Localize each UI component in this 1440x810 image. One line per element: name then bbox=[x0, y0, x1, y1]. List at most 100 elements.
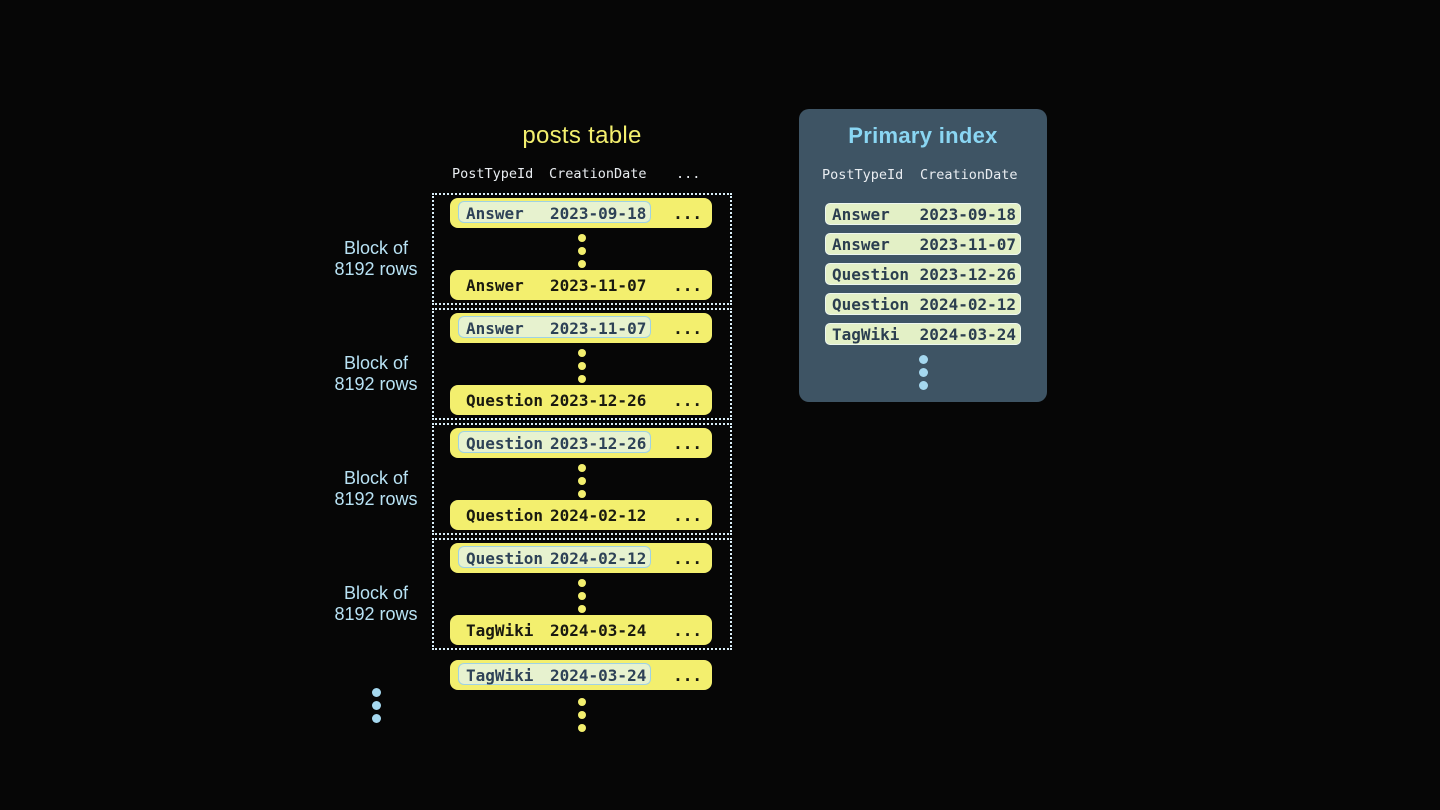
index-row-posttypeid: Question bbox=[832, 264, 910, 284]
block-label-line: Block of bbox=[343, 468, 409, 488]
posts-table-row: Question 2023-12-26... bbox=[450, 428, 712, 458]
row-ellipsis: ... bbox=[673, 203, 702, 223]
posts-table-title: posts table bbox=[522, 122, 642, 149]
row-posttypeid: Answer bbox=[466, 203, 524, 223]
row-ellipsis: ... bbox=[673, 390, 702, 410]
block-label-line: 8192 rows bbox=[334, 489, 418, 509]
ellipsis-dot bbox=[578, 374, 586, 383]
highlighted-cell bbox=[458, 316, 651, 338]
rows-ellipsis bbox=[434, 346, 730, 385]
ellipsis-dot bbox=[578, 723, 586, 732]
index-row-creationdate: 2024-03-24 bbox=[919, 324, 1016, 344]
block-label-line: Block of bbox=[343, 583, 409, 603]
column-header-posttypeid: PostTypeId bbox=[452, 166, 534, 182]
ellipsis-dot bbox=[578, 591, 586, 600]
ellipsis-dot bbox=[578, 233, 586, 242]
block-of-rows: Question 2024-02-12... TagWiki 2024-03-24..… bbox=[432, 538, 732, 650]
posts-table-row: TagWiki 2024-03-24... bbox=[450, 660, 712, 690]
row-ellipsis: ... bbox=[673, 548, 702, 568]
row-posttypeid: Answer bbox=[466, 318, 524, 338]
row-creationdate: 2023-12-26 bbox=[550, 433, 647, 453]
index-header-creationdate: CreationDate bbox=[920, 167, 1018, 183]
index-row-posttypeid: TagWiki bbox=[832, 324, 900, 344]
ellipsis-dot bbox=[371, 714, 381, 723]
ellipsis-dot bbox=[578, 361, 586, 370]
row-posttypeid: Answer bbox=[466, 275, 524, 295]
rows-ellipsis bbox=[434, 231, 730, 270]
row-creationdate: 2024-02-12 bbox=[550, 505, 647, 525]
index-row-posttypeid: Answer bbox=[832, 234, 890, 254]
posts-table-row: TagWiki 2024-03-24... bbox=[450, 615, 712, 645]
more-rows-ellipsis bbox=[432, 695, 732, 734]
row-ellipsis: ... bbox=[673, 433, 702, 453]
posts-table-row: Answer 2023-11-07... bbox=[450, 313, 712, 343]
rows-ellipsis bbox=[434, 576, 730, 615]
index-row-creationdate: 2024-02-12 bbox=[919, 294, 1016, 314]
block-label-line: 8192 rows bbox=[334, 374, 418, 394]
index-row-posttypeid: Question bbox=[832, 294, 910, 314]
row-posttypeid: Question bbox=[466, 433, 544, 453]
more-index-entries-ellipsis bbox=[799, 353, 1047, 392]
block-label-line: Block of bbox=[343, 353, 409, 373]
index-row-posttypeid: Answer bbox=[832, 204, 890, 224]
primary-index-row: Answer 2023-09-18 bbox=[825, 203, 1021, 225]
primary-index-row: Question 2023-12-26 bbox=[825, 263, 1021, 285]
row-creationdate: 2024-02-12 bbox=[550, 548, 647, 568]
ellipsis-dot bbox=[371, 701, 381, 710]
highlighted-cell bbox=[458, 431, 651, 453]
more-blocks-ellipsis bbox=[296, 686, 456, 725]
index-row-creationdate: 2023-09-18 bbox=[919, 204, 1016, 224]
ellipsis-dot bbox=[371, 688, 381, 697]
row-creationdate: 2024-03-24 bbox=[550, 620, 647, 640]
row-posttypeid: TagWiki bbox=[466, 620, 534, 640]
row-posttypeid: Question bbox=[466, 505, 544, 525]
posts-table-column-headers: PostTypeId CreationDate ... bbox=[432, 166, 732, 184]
highlighted-cell bbox=[458, 201, 651, 223]
ellipsis-dot bbox=[578, 348, 586, 357]
index-row-creationdate: 2023-11-07 bbox=[919, 234, 1016, 254]
highlighted-cell bbox=[458, 663, 651, 685]
index-header-posttypeid: PostTypeId bbox=[822, 167, 904, 183]
primary-index-column-headers: PostTypeId CreationDate bbox=[799, 167, 1047, 185]
row-posttypeid: TagWiki bbox=[466, 665, 534, 685]
ellipsis-dot bbox=[918, 355, 928, 364]
ellipsis-dot bbox=[578, 604, 586, 613]
row-ellipsis: ... bbox=[673, 665, 702, 685]
primary-index-panel: Primary index PostTypeId CreationDate An… bbox=[799, 109, 1047, 402]
column-header-creationdate: CreationDate bbox=[549, 166, 647, 182]
block-label-line: 8192 rows bbox=[334, 259, 418, 279]
ellipsis-dot bbox=[578, 489, 586, 498]
row-posttypeid: Question bbox=[466, 548, 544, 568]
row-creationdate: 2023-12-26 bbox=[550, 390, 647, 410]
block-label-line: 8192 rows bbox=[334, 604, 418, 624]
block-label-line: Block of bbox=[343, 238, 409, 258]
row-creationdate: 2024-03-24 bbox=[550, 665, 647, 685]
ellipsis-dot bbox=[578, 476, 586, 485]
row-creationdate: 2023-11-07 bbox=[550, 275, 647, 295]
row-ellipsis: ... bbox=[673, 620, 702, 640]
ellipsis-dot bbox=[918, 381, 928, 390]
primary-index-row: TagWiki 2024-03-24 bbox=[825, 323, 1021, 345]
rows-ellipsis bbox=[434, 461, 730, 500]
row-creationdate: 2023-09-18 bbox=[550, 203, 647, 223]
row-ellipsis: ... bbox=[673, 318, 702, 338]
ellipsis-dot bbox=[578, 246, 586, 255]
ellipsis-dot bbox=[578, 710, 586, 719]
row-creationdate: 2023-11-07 bbox=[550, 318, 647, 338]
primary-index-row: Question 2024-02-12 bbox=[825, 293, 1021, 315]
column-header-ellipsis: ... bbox=[676, 166, 701, 182]
primary-index-row: Answer 2023-11-07 bbox=[825, 233, 1021, 255]
highlighted-cell bbox=[458, 546, 651, 568]
index-row-creationdate: 2023-12-26 bbox=[919, 264, 1016, 284]
ellipsis-dot bbox=[918, 368, 928, 377]
